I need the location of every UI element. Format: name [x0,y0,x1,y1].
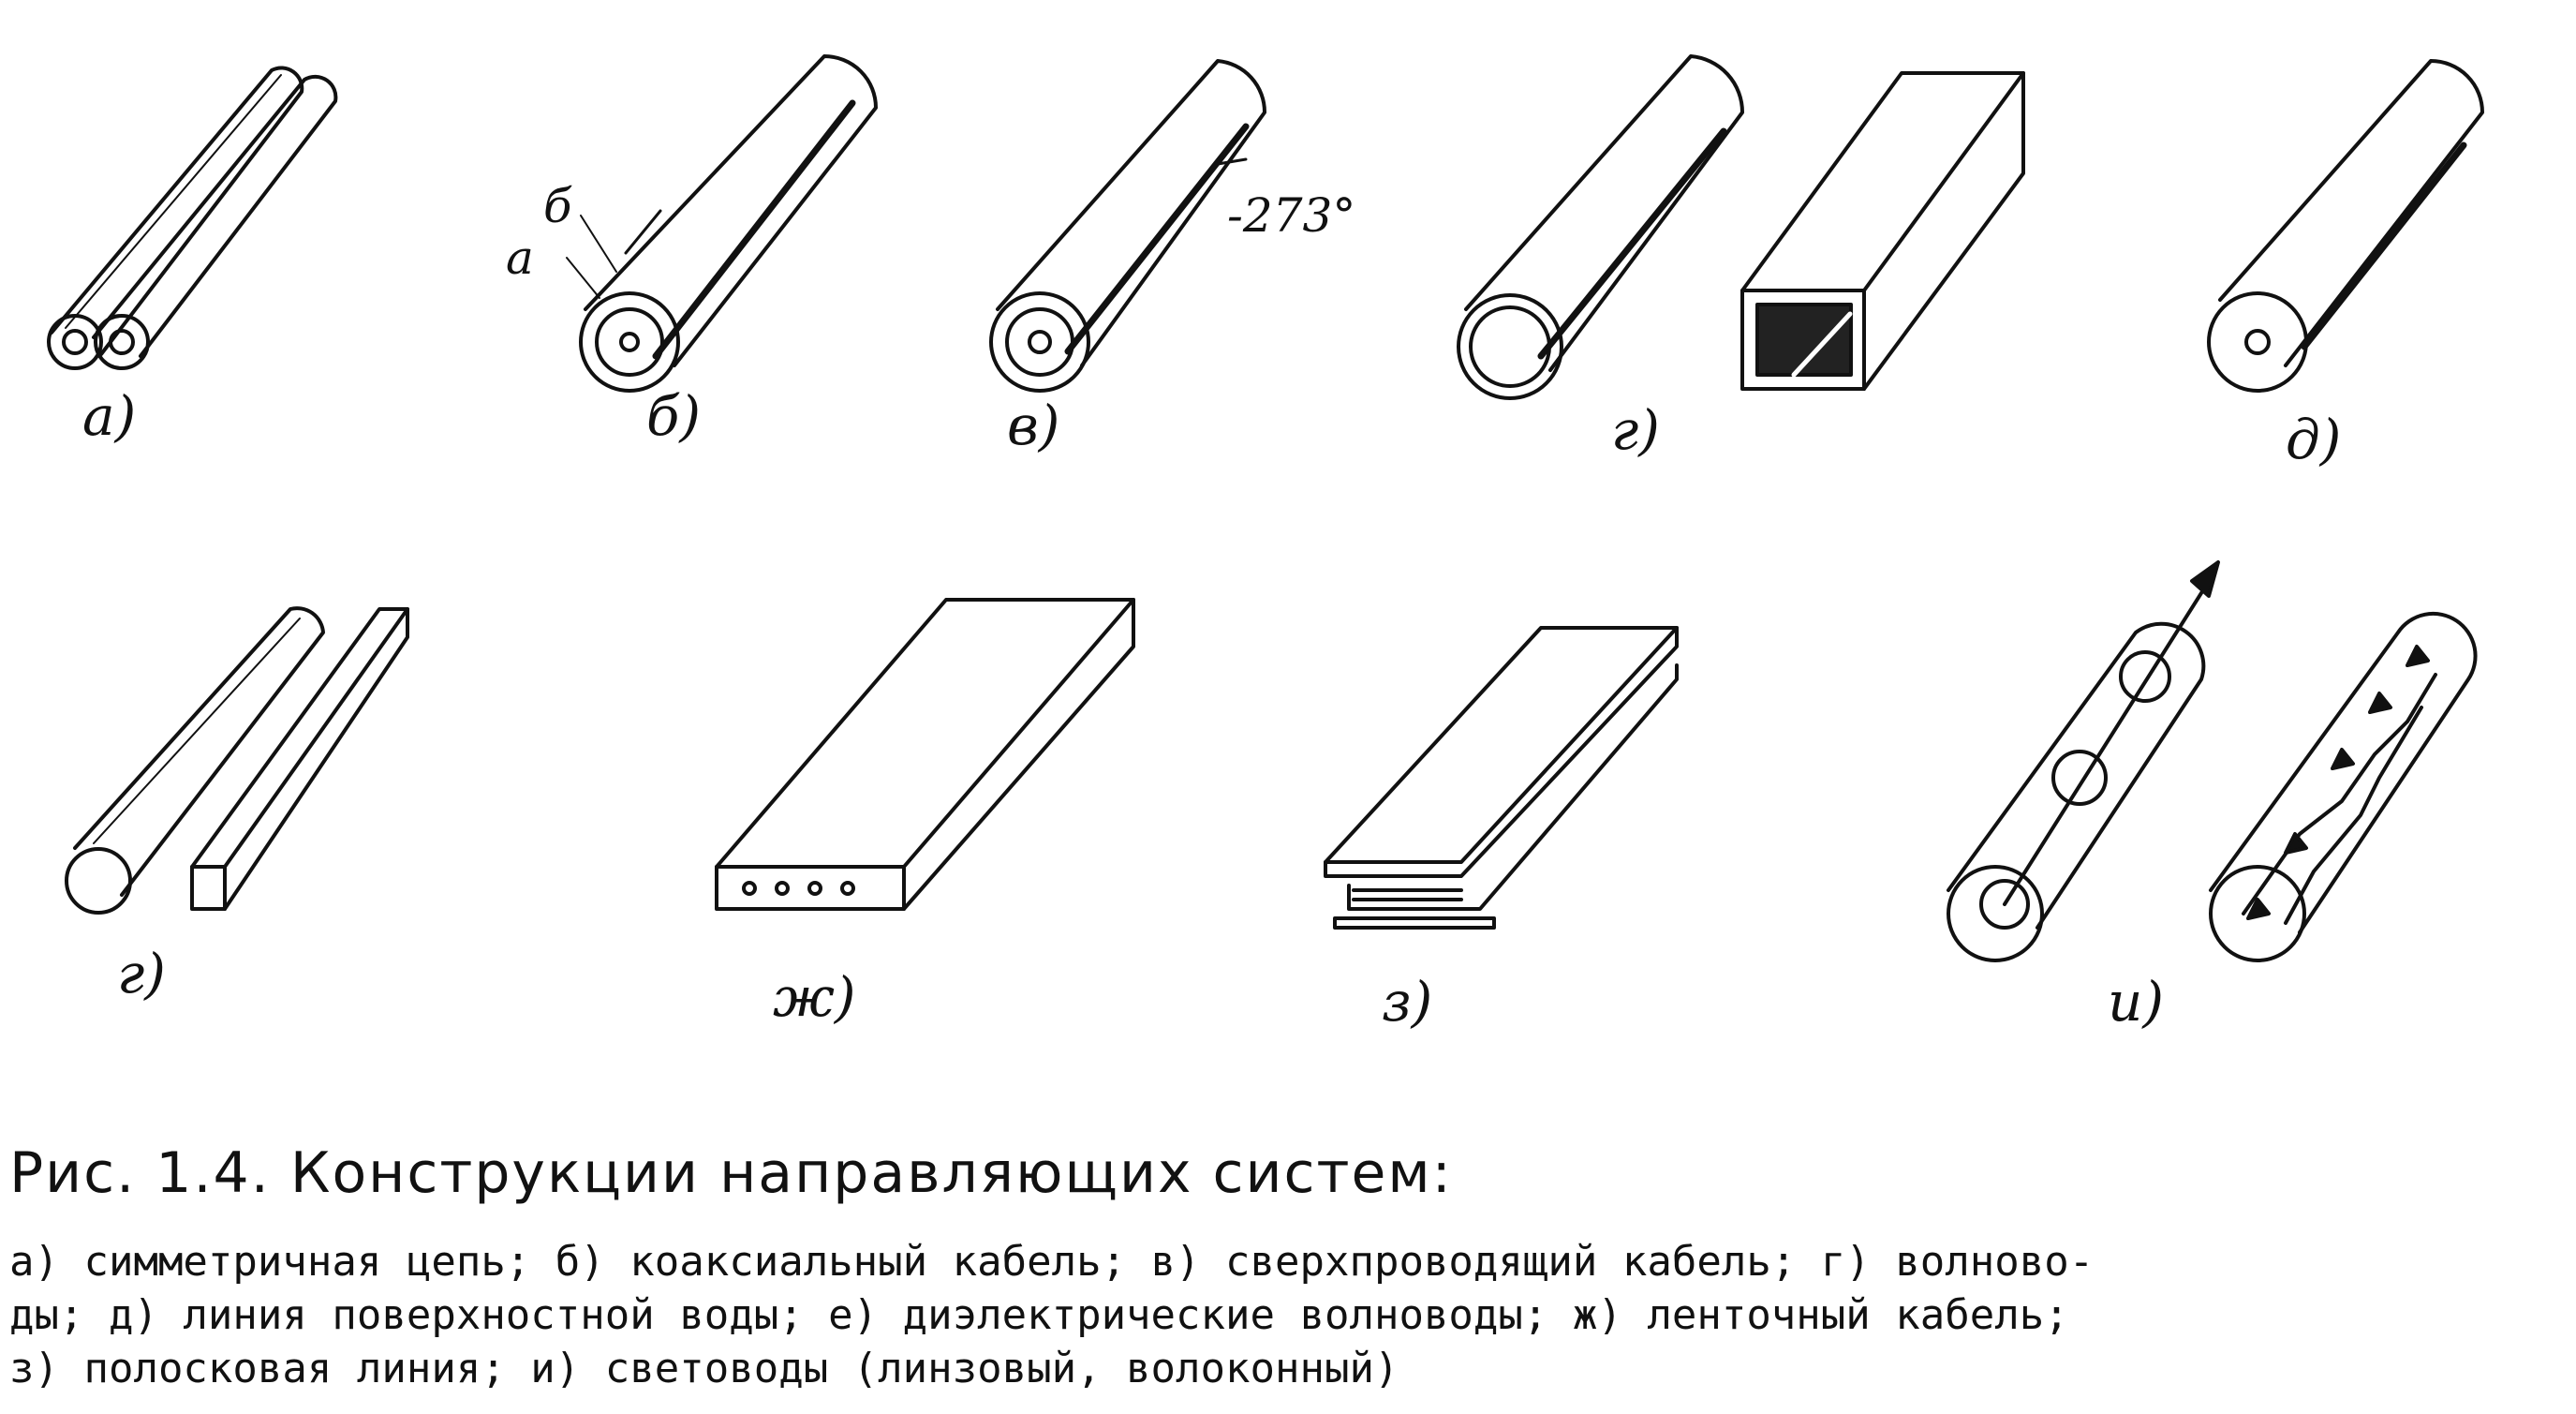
label-e: г) [117,942,166,1005]
label-b: б) [646,384,702,448]
circular-waveguide-drawing [1457,54,1745,400]
label-a: а) [82,384,137,448]
figure-caption-title: Рис. 1.4. Конструкции направляющих систе… [9,1140,1453,1206]
dielectric-rod-drawing [65,606,325,915]
label-v: в) [1007,394,1060,457]
dielectric-bar-drawing [190,607,409,911]
caption-line-2: ды; д) линия поверхностной воды; е) диэл… [9,1291,2069,1339]
surface-wave-line-drawing [2207,59,2484,393]
label-i: и) [2108,970,2164,1034]
superconducting-cable-drawing [989,59,1267,393]
symmetric-pair-drawing [47,66,338,370]
rectangular-waveguide-drawing [1740,71,2025,391]
ribbon-cable-drawing [715,598,1135,911]
coaxial-cable-drawing [566,54,878,393]
caption-line-3: з) полосковая линия; и) световоды (линзо… [9,1345,1399,1392]
label-g1: г) [1611,398,1660,462]
callout-b-inner: а [506,231,534,285]
label-d: д) [2286,408,2342,471]
figure-caption-text: а) симметричная цепь; б) коаксиальный ка… [9,1235,2557,1395]
figure-illustrations [47,54,2484,962]
callout-temperature: -273° [1227,188,1356,243]
lens-lightguide-drawing [1947,560,2220,962]
fiber-lightguide-drawing [2209,611,2478,962]
strip-line-drawing [1324,626,1679,930]
label-z: з) [1382,970,1433,1034]
label-zh: ж) [773,965,856,1029]
callout-b-top: б [543,179,572,233]
caption-line-1: а) симметричная цепь; б) коаксиальный ка… [9,1238,2095,1286]
